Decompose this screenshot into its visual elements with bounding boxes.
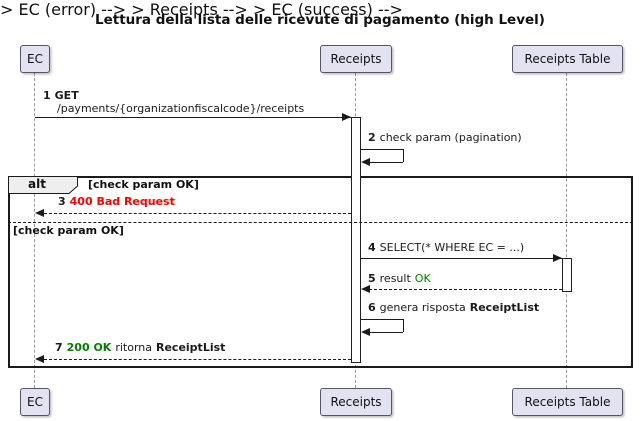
message-3-number: 3: [58, 195, 66, 208]
arrowhead-left-icon: [361, 328, 370, 336]
message-6-text: genera risposta: [379, 301, 466, 314]
message-5-line: [369, 289, 562, 290]
message-2-loop-bottom: [370, 162, 403, 163]
message-6-loop-top: [361, 319, 403, 320]
message-6-loop-side: [403, 319, 404, 332]
message-7-status: 200 OK: [66, 341, 112, 354]
participant-receipts-table-bottom: Receipts Table: [512, 388, 623, 416]
message-6-loop-bottom: [370, 332, 403, 333]
activation-receipts: [351, 117, 361, 363]
message-1-path: /payments/{organizationfiscalcode}/recei…: [57, 102, 305, 115]
message-2-loop-top: [361, 149, 403, 150]
lifeline-receipts-table: [566, 73, 567, 388]
arrowhead-left-icon: [361, 285, 370, 293]
message-7-number: 7: [55, 341, 63, 354]
message-6-object: ReceiptList: [469, 301, 540, 314]
alt-operator-label: alt: [28, 177, 46, 191]
alt-frame: [8, 176, 633, 368]
participant-receipts-top: Receipts: [320, 45, 392, 73]
participant-receipts-bottom: Receipts: [320, 388, 392, 416]
alt-tab-shape: [8, 176, 78, 194]
message-2-number: 2: [368, 131, 376, 144]
message-1-verb: GET: [54, 89, 79, 102]
message-3-line: [44, 213, 351, 214]
message-5-text: result: [379, 272, 411, 285]
participant-ec-top: EC: [20, 45, 50, 73]
lifeline-ec: [34, 73, 35, 388]
message-7-text: ritorna: [115, 341, 152, 354]
alt-divider: [8, 222, 633, 223]
alt-guard-top: [check param OK]: [88, 178, 199, 191]
arrowhead-right-icon: [553, 254, 562, 262]
arrowhead-left-icon: [35, 355, 44, 363]
alt-frame-tab: alt: [8, 176, 78, 194]
message-4-text: SELECT(* WHERE EC = ...): [379, 241, 525, 254]
message-7-line: [44, 359, 351, 360]
message-1-line: [35, 117, 351, 118]
message-1-number: 1: [43, 89, 51, 102]
participant-ec-bottom: EC: [20, 388, 50, 416]
message-5-number: 5: [368, 272, 376, 285]
alt-guard-else: [check param OK]: [13, 224, 124, 237]
message-2-text: check param (pagination): [379, 131, 522, 144]
arrowhead-left-icon: [35, 209, 44, 217]
message-7-object: ReceiptList: [156, 341, 226, 354]
arrowhead-right-icon: [342, 113, 351, 121]
message-6-number: 6: [368, 301, 376, 314]
message-4-number: 4: [368, 241, 376, 254]
message-4-line: [361, 258, 562, 259]
message-5-status: OK: [414, 272, 431, 285]
diagram-title: Lettura della lista delle ricevute di pa…: [95, 12, 545, 28]
participant-receipts-table-top: Receipts Table: [512, 45, 623, 73]
activation-receipts-table: [562, 258, 572, 292]
message-2-loop-side: [403, 149, 404, 162]
arrowhead-left-icon: [361, 158, 370, 166]
message-3-error-text: 400 Bad Request: [69, 195, 175, 208]
